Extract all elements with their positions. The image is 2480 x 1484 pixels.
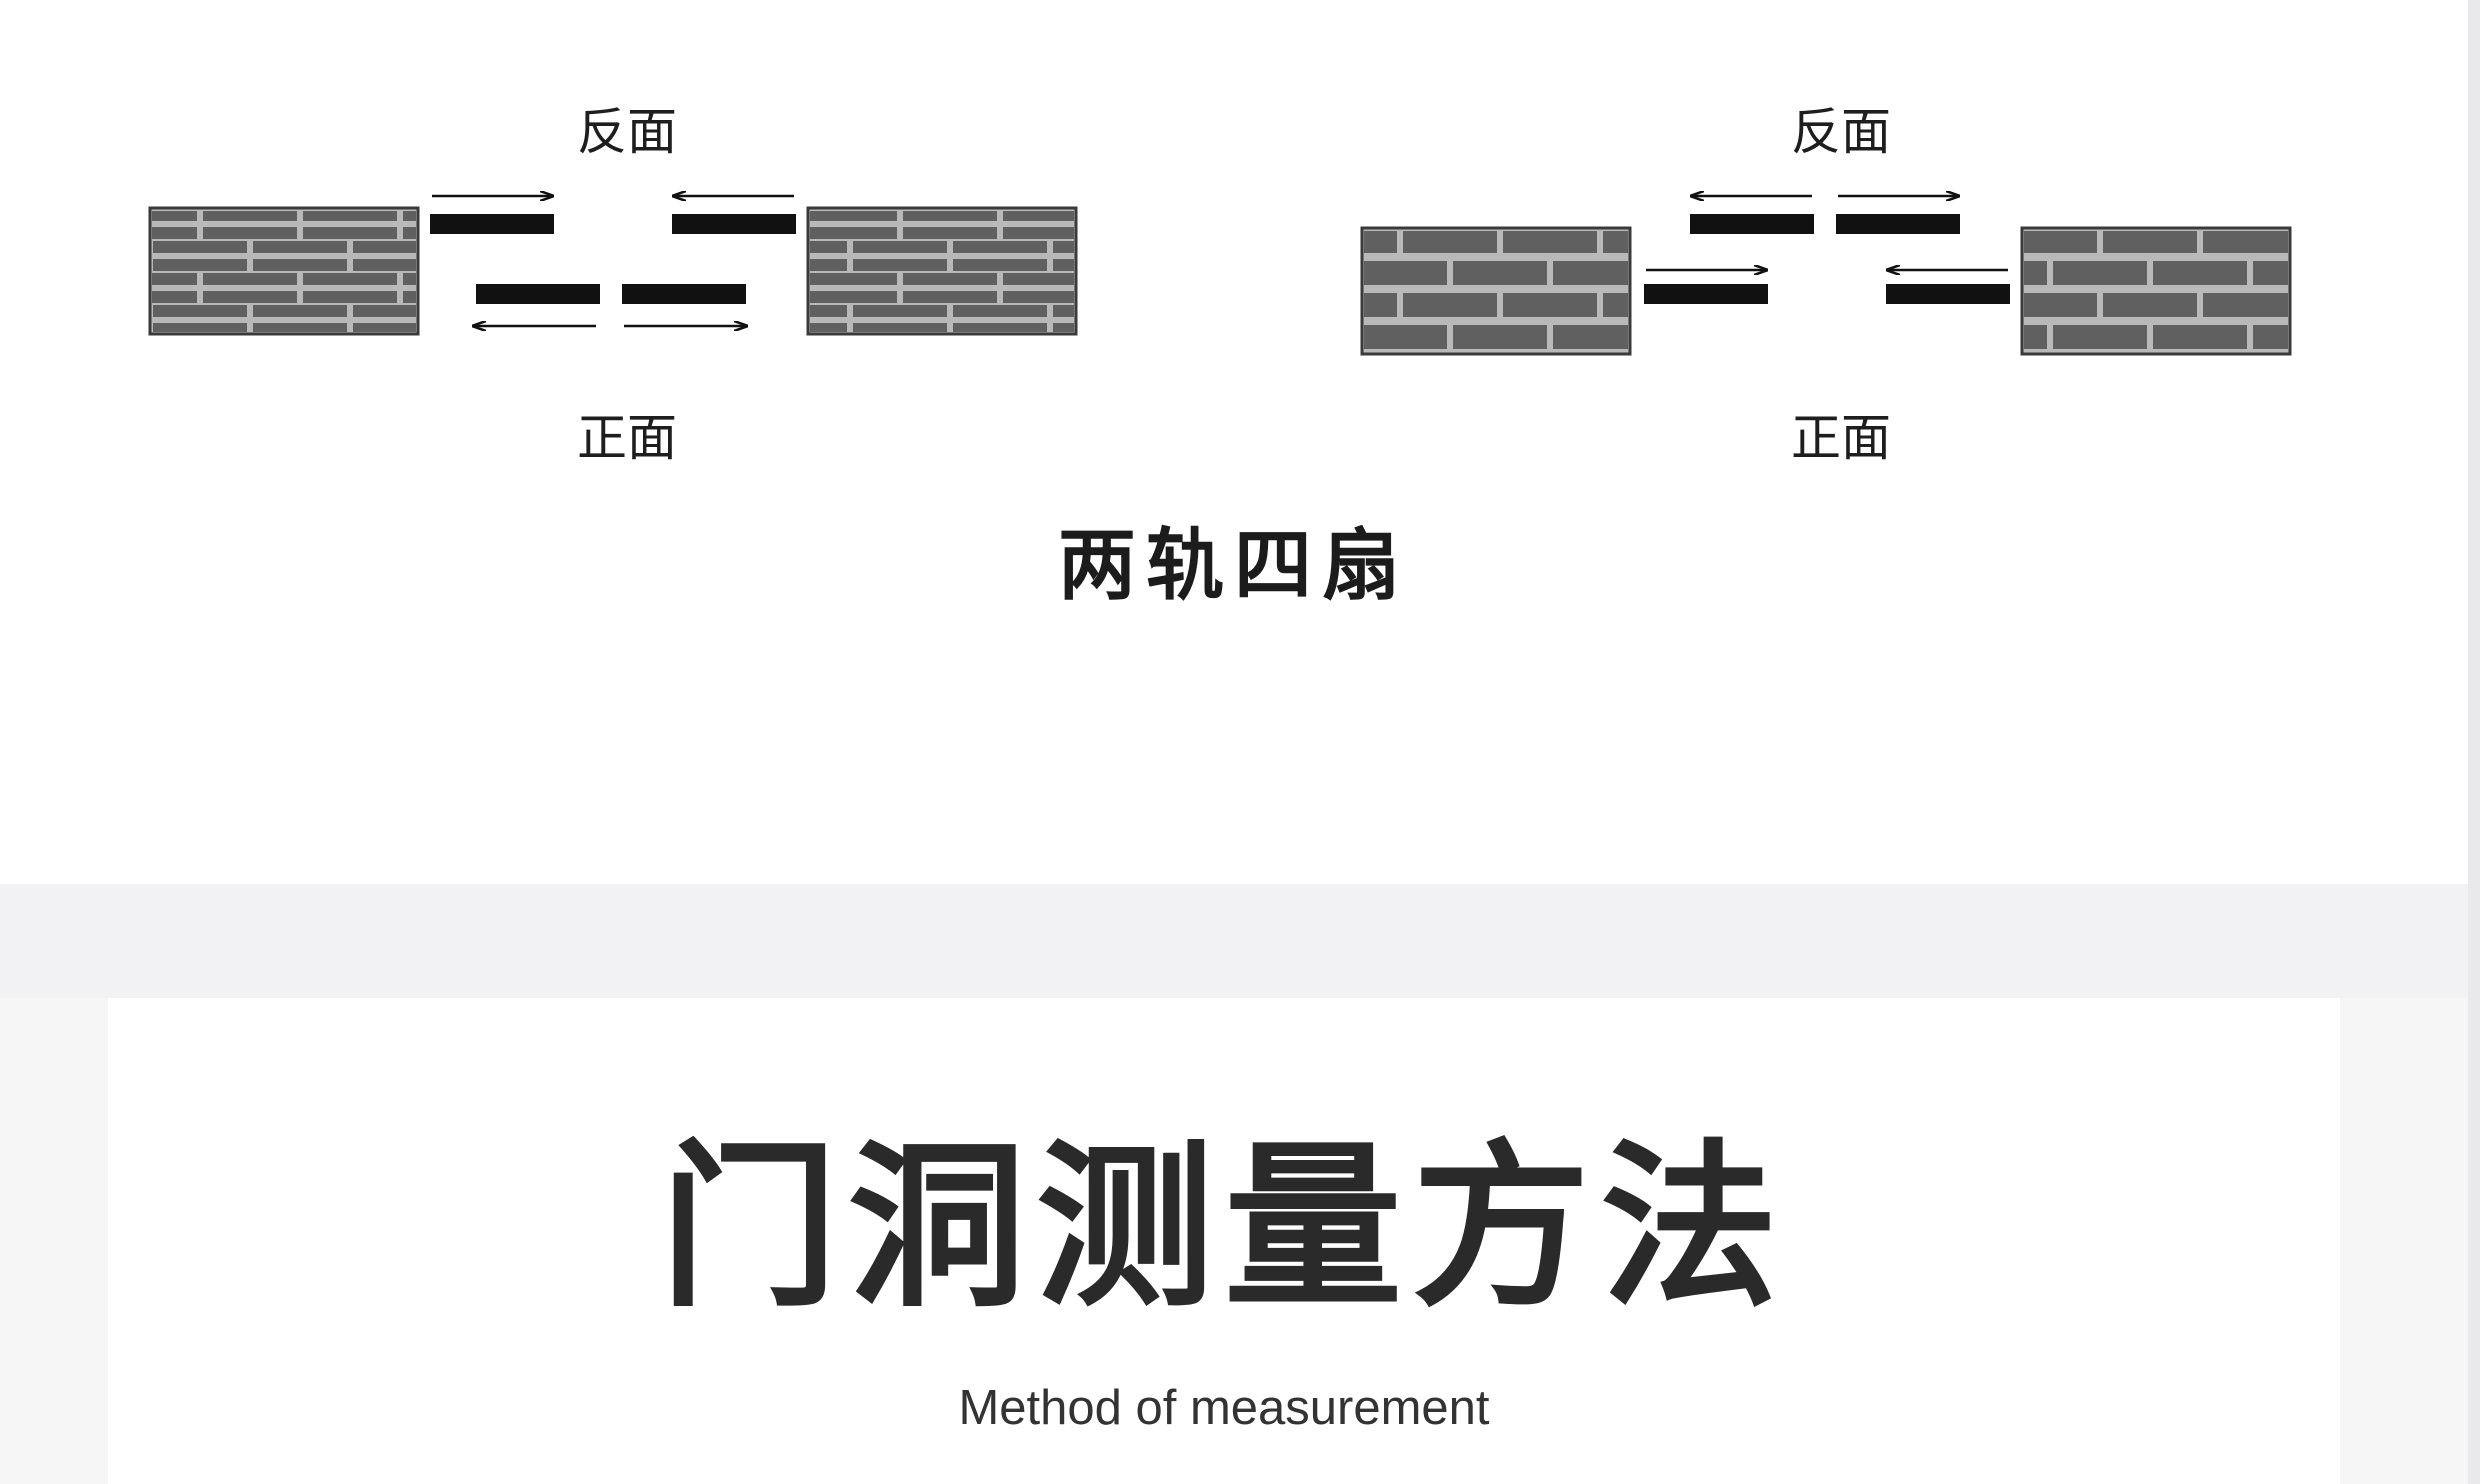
- label-front-diagram-2: 正面: [1791, 409, 1891, 467]
- door-layout-diagrams: [148, 0, 2292, 356]
- door-panel-back-left: [430, 214, 554, 234]
- label-back-diagram-2: 反面: [1791, 103, 1891, 161]
- diagram-caption: 两轨四扇: [1057, 521, 1410, 611]
- door-panel-front-left: [1644, 284, 1768, 304]
- diagram-1: [148, 196, 1078, 336]
- measurement-section: 门洞测量方法 Method of measurement: [0, 998, 2468, 1484]
- brick-wall-left: [1360, 226, 1632, 356]
- measurement-card: 门洞测量方法 Method of measurement: [108, 998, 2340, 1484]
- section-title: 门洞测量方法: [660, 1124, 1788, 1331]
- label-back-diagram-1: 反面: [577, 103, 677, 161]
- section-subtitle: Method of measurement: [958, 1381, 1490, 1435]
- right-edge-strip: [2468, 0, 2480, 1484]
- label-front-diagram-1: 正面: [577, 409, 677, 467]
- door-panel-back-left: [1690, 214, 1814, 234]
- brick-wall-left: [148, 206, 420, 336]
- brick-wall-right: [806, 206, 1078, 336]
- door-panel-back-right: [672, 214, 796, 234]
- diagram-2: [1360, 196, 2292, 356]
- door-panel-front-left: [476, 284, 600, 304]
- door-panel-back-right: [1836, 214, 1960, 234]
- door-panel-front-right: [1886, 284, 2010, 304]
- brick-wall-right: [2020, 226, 2292, 356]
- section-separator: [0, 884, 2468, 998]
- diagram-panel: 反面 正面 反面 正面 两轨四扇: [148, 0, 2292, 611]
- door-panel-front-right: [622, 284, 746, 304]
